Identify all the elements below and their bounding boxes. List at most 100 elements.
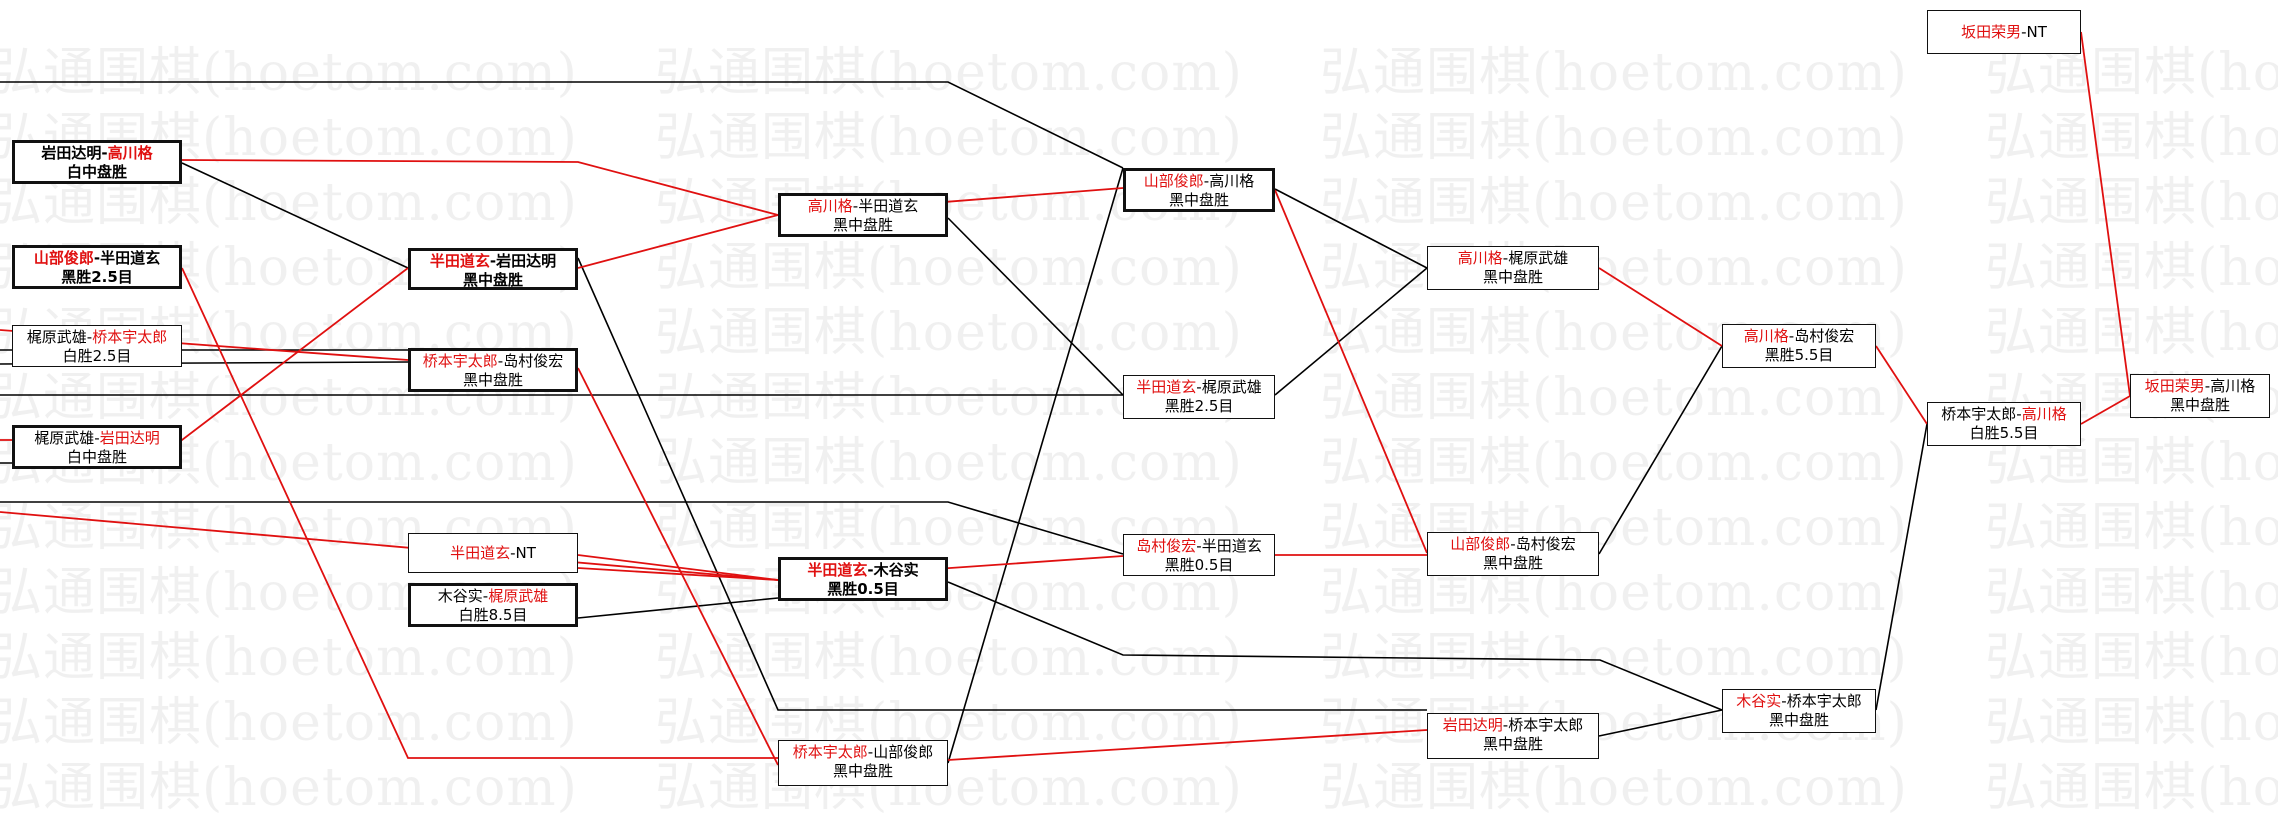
match-box: 山部俊郎-半田道玄黑胜2.5目 — [12, 245, 182, 289]
match-box: 山部俊郎-高川格黑中盘胜 — [1123, 168, 1275, 212]
player-black: 高川格 — [807, 197, 853, 215]
player-white: 高川格 — [107, 144, 153, 162]
versus-dash: - — [867, 561, 874, 579]
versus-dash: - — [1502, 249, 1509, 267]
match-players: 坂田荣男-高川格 — [2131, 377, 2269, 396]
player-white: 半田道玄 — [100, 249, 161, 267]
winner-path-line — [181, 267, 778, 759]
bracket-line — [0, 81, 1124, 169]
match-result: 黑中盘胜 — [1482, 554, 1543, 572]
match-box: 半田道玄-梶原武雄黑胜2.5目 — [1123, 375, 1275, 419]
match-result: 黑中盘胜 — [832, 762, 893, 780]
match-result: 黑中盘胜 — [832, 216, 893, 234]
player-black: 高川格 — [1743, 327, 1789, 345]
match-result: 黑胜2.5目 — [1164, 397, 1234, 415]
match-result: 黑胜5.5目 — [1764, 346, 1834, 364]
match-players: 桥本宇太郎-山部俊郎 — [779, 743, 947, 762]
bracket-line — [181, 162, 409, 269]
match-players: 高川格-梶原武雄 — [1428, 249, 1598, 268]
winner-path-line — [577, 367, 779, 766]
match-players: 半田道玄-NT — [409, 536, 577, 570]
player-white: 岩田达明 — [496, 252, 557, 270]
match-box: 木谷实-梶原武雄白胜8.5目 — [408, 583, 578, 627]
versus-dash: - — [86, 328, 93, 346]
match-players: 坂田荣男-NT — [1928, 13, 2080, 51]
player-white: 岛村俊宏 — [1515, 535, 1576, 553]
winner-path-line — [947, 729, 1428, 761]
player-black: 半田道玄 — [450, 544, 511, 562]
match-box: 高川格-半田道玄黑中盘胜 — [778, 193, 948, 237]
match-players: 山部俊郎-高川格 — [1126, 172, 1272, 191]
match-box: 半田道玄-木谷实黑胜0.5目 — [778, 557, 948, 601]
match-box: 高川格-梶原武雄黑中盘胜 — [1427, 246, 1599, 290]
player-black: 山部俊郎 — [33, 249, 94, 267]
match-box: 山部俊郎-岛村俊宏黑中盘胜 — [1427, 532, 1599, 576]
player-white: 岛村俊宏 — [1794, 327, 1855, 345]
versus-dash: - — [852, 197, 859, 215]
winner-path-line — [1274, 189, 1428, 554]
match-box: 岩田达明-桥本宇太郎黑中盘胜 — [1427, 713, 1599, 759]
player-black: 桥本宇太郎 — [1941, 405, 2017, 423]
match-players: 桥本宇太郎-高川格 — [1928, 405, 2080, 424]
versus-dash: - — [93, 249, 101, 267]
match-box: 坂田荣男-NT — [1927, 10, 2081, 54]
player-white: 高川格 — [2021, 405, 2067, 423]
player-white: 梶原武雄 — [1508, 249, 1569, 267]
player-black: 半田道玄 — [807, 561, 868, 579]
versus-dash: - — [1788, 327, 1795, 345]
tournament-bracket: 弘通围棋(hoetom.com) 弘通围棋(hoetom.com) 弘通围棋(h… — [0, 10, 2278, 818]
versus-dash: - — [1781, 692, 1787, 710]
match-box: 桥本宇太郎-高川格白胜5.5目 — [1927, 402, 2081, 446]
player-white: 山部俊郎 — [873, 743, 934, 761]
match-box: 半田道玄-NT — [408, 533, 578, 573]
player-white: 岛村俊宏 — [503, 352, 564, 370]
player-white: 半田道玄 — [1201, 537, 1262, 555]
bracket-line — [947, 581, 1723, 711]
match-box: 梶原武雄-桥本宇太郎白胜2.5目 — [12, 325, 182, 367]
bracket-line — [1598, 709, 1723, 737]
versus-dash: - — [94, 429, 100, 447]
match-players: 桥本宇太郎-岛村俊宏 — [411, 352, 575, 371]
versus-dash: - — [1196, 537, 1202, 555]
match-players: 半田道玄-木谷实 — [781, 561, 945, 580]
match-players: 岩田达明-高川格 — [15, 144, 179, 163]
bracket-line — [947, 217, 1124, 396]
bracket-line — [577, 597, 779, 619]
winner-path-line — [2080, 31, 2131, 397]
match-result: 白胜5.5目 — [1969, 424, 2039, 442]
player-white: NT — [2026, 23, 2047, 41]
player-white: 桥本宇太郎 — [1508, 716, 1584, 734]
match-players: 木谷实-梶原武雄 — [411, 587, 575, 606]
match-box: 木谷实-桥本宇太郎黑中盘胜 — [1722, 689, 1876, 733]
player-white: 桥本宇太郎 — [1786, 692, 1862, 710]
match-result: 白胜8.5目 — [458, 606, 528, 624]
versus-dash: - — [497, 352, 504, 370]
player-black: 岩田达明 — [41, 144, 102, 162]
match-result: 黑胜0.5目 — [1164, 556, 1234, 574]
match-result: 白中盘胜 — [66, 448, 127, 466]
match-result: 黑中盘胜 — [1482, 268, 1543, 286]
player-white: 高川格 — [1209, 172, 1255, 190]
bracket-line — [1598, 345, 1723, 555]
player-black: 半田道玄 — [1136, 378, 1197, 396]
player-black: 坂田荣男 — [2144, 377, 2205, 395]
player-black: 山部俊郎 — [1450, 535, 1511, 553]
player-white: 梶原武雄 — [1201, 378, 1262, 396]
match-result: 黑中盘胜 — [1768, 711, 1829, 729]
versus-dash: - — [510, 544, 516, 562]
winner-path-line — [181, 159, 779, 216]
player-white: 木谷实 — [873, 561, 919, 579]
match-players: 木谷实-桥本宇太郎 — [1723, 692, 1875, 711]
player-black: 梶原武雄 — [26, 328, 87, 346]
versus-dash: - — [1502, 716, 1509, 734]
player-white: NT — [515, 544, 536, 562]
match-players: 山部俊郎-岛村俊宏 — [1428, 535, 1598, 554]
match-players: 山部俊郎-半田道玄 — [15, 249, 179, 268]
match-box: 梶原武雄-岩田达明白中盘胜 — [12, 425, 182, 469]
match-box: 坂田荣男-高川格黑中盘胜 — [2130, 374, 2270, 418]
player-black: 桥本宇太郎 — [792, 743, 868, 761]
player-white: 高川格 — [2210, 377, 2256, 395]
versus-dash: - — [2016, 405, 2022, 423]
match-players: 高川格-半田道玄 — [781, 197, 945, 216]
bracket-line — [577, 257, 1427, 711]
